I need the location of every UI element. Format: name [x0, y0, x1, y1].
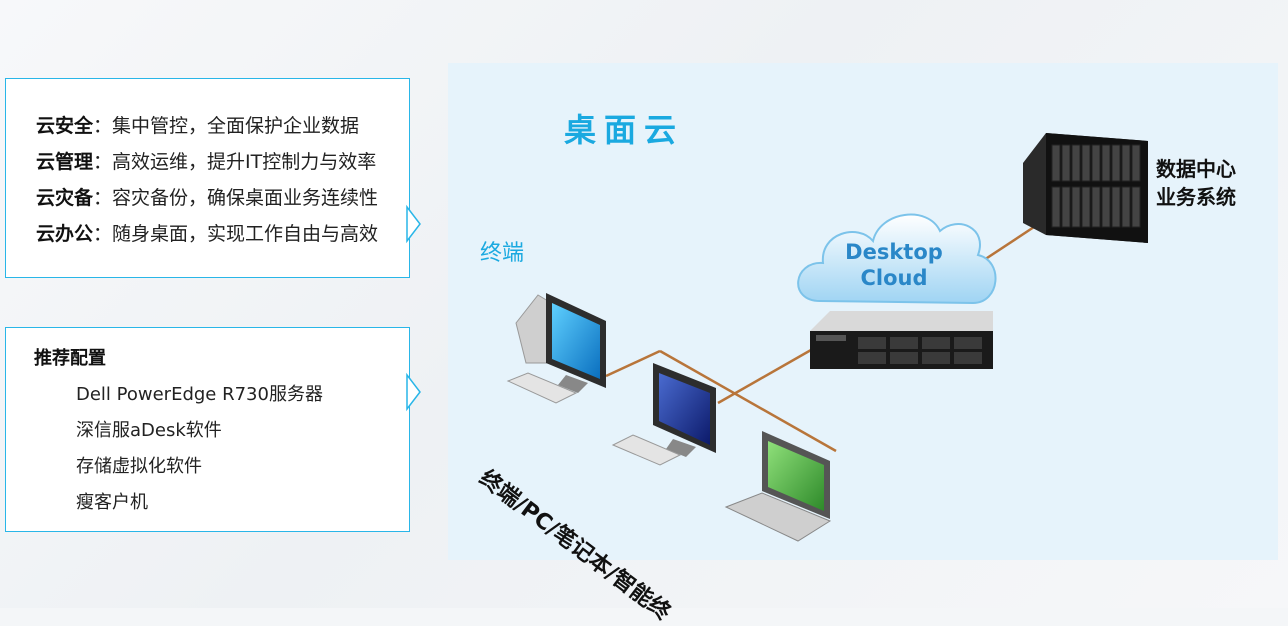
benefits-panel: 云安全：集中管控，全面保护企业数据 云管理：高效运维，提升IT控制力与效率 云灾…	[5, 78, 421, 278]
benefit-term: 云办公	[36, 223, 94, 245]
config-item-software: 深信服aDesk软件	[76, 420, 222, 441]
cloud-label-line1: Desktop	[845, 240, 943, 264]
desktop-pc-icon	[506, 293, 606, 404]
rack-server-icon	[810, 311, 993, 369]
terminal-heading: 终端	[480, 241, 525, 266]
network-links	[605, 221, 1041, 453]
benefit-desc: ：高效运维，提升IT控制力与效率	[93, 151, 377, 173]
benefit-desc: ：随身桌面，实现工作自由与高效	[93, 223, 379, 245]
cloud-icon	[797, 213, 997, 305]
link-pc1	[605, 349, 661, 378]
laptop-icon	[724, 431, 832, 542]
desktop-cloud-diagram: 桌面云 终端 Desktop Cloud 数据中心 业务系统 终端/PC/笔记本…	[448, 63, 1278, 626]
desktop-pc-icon	[611, 363, 716, 466]
config-item-storage: 存储虚拟化软件	[76, 456, 202, 477]
link-laptop	[659, 349, 837, 453]
datacenter-server-icon	[1023, 133, 1148, 243]
link-pc2	[717, 344, 819, 405]
benefit-desc: ：容灾备份，确保桌面业务连续性	[93, 187, 379, 209]
diagram-title: 桌面云	[564, 111, 685, 149]
config-panel: 推荐配置 Dell PowerEdge R730服务器 深信服aDesk软件 存…	[5, 327, 421, 532]
benefit-term: 云安全	[36, 115, 94, 137]
config-item-server: Dell PowerEdge R730服务器	[76, 384, 323, 405]
config-item-thin-client: 瘦客户机	[76, 492, 148, 513]
benefit-management: 云管理：高效运维，提升IT控制力与效率	[36, 147, 376, 174]
benefit-term: 云管理	[36, 151, 94, 173]
benefit-term: 云灾备	[36, 187, 94, 209]
diagram-graphics	[506, 133, 1148, 542]
config-title: 推荐配置	[34, 348, 106, 369]
benefit-office: 云办公：随身桌面，实现工作自由与高效	[36, 219, 378, 246]
benefit-security: 云安全：集中管控，全面保护企业数据	[36, 111, 359, 138]
datacenter-label-line1: 数据中心	[1156, 157, 1236, 181]
datacenter-label-line2: 业务系统	[1156, 185, 1236, 209]
cloud-label-line2: Cloud	[860, 266, 928, 290]
callout-notch	[406, 204, 421, 244]
callout-notch	[406, 372, 421, 412]
benefit-disaster-recovery: 云灾备：容灾备份，确保桌面业务连续性	[36, 183, 378, 210]
link-datacenter	[983, 221, 1041, 262]
benefit-desc: ：集中管控，全面保护企业数据	[93, 115, 360, 137]
